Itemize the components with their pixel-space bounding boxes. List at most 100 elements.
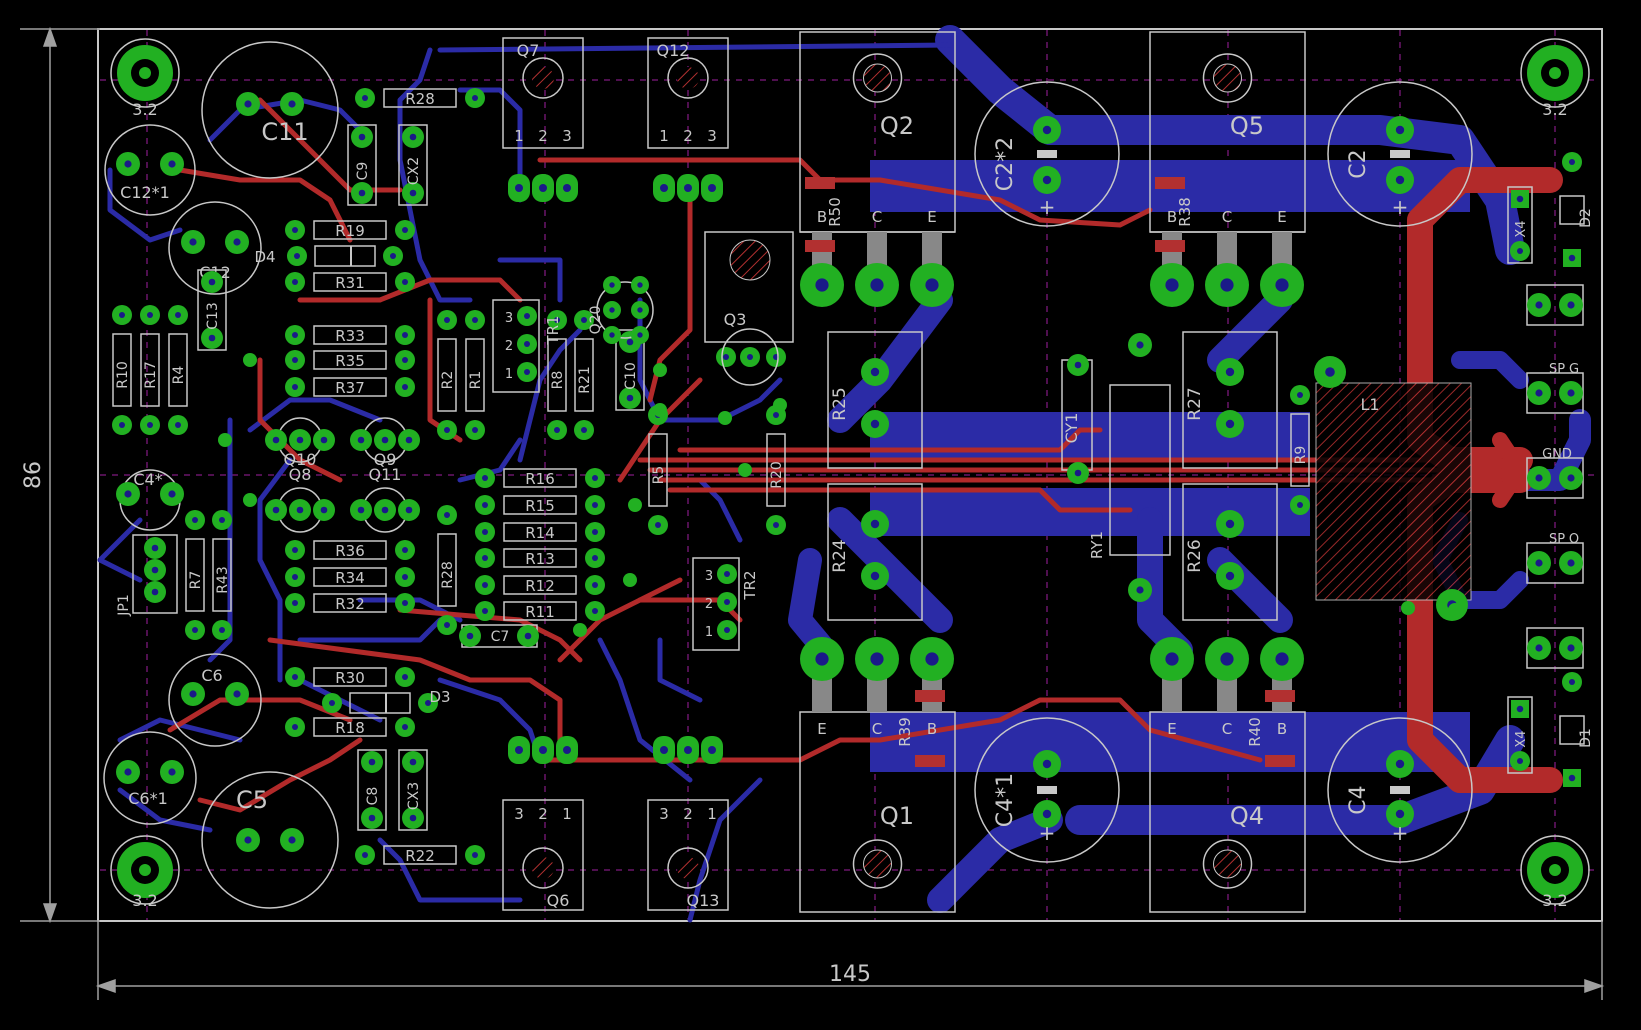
pad-drill	[1042, 175, 1052, 185]
small-transistor-label: Q10	[284, 450, 317, 469]
power-resistor-label: R27	[1185, 387, 1205, 420]
resistor-body	[574, 338, 594, 412]
resistor-body	[503, 522, 577, 542]
film-capacitor-outline	[347, 124, 377, 206]
resistor-label: R28	[405, 90, 435, 108]
pad-drill	[1220, 652, 1234, 666]
big-capacitor-label: C4	[1346, 785, 1371, 814]
mounting-hole-label: 3.2	[1542, 100, 1567, 119]
trimmer-pin-label: 1	[505, 367, 513, 382]
pin-label: B	[1167, 208, 1177, 226]
resistor-body	[437, 338, 457, 412]
pad-drill	[1275, 278, 1289, 292]
pad-drill	[189, 690, 197, 698]
resistor-label: R40	[1246, 717, 1264, 747]
resistor-label: R34	[335, 569, 365, 587]
resistor-label: R2	[440, 371, 456, 390]
pad-drill	[292, 279, 298, 285]
pad-drill	[292, 357, 298, 363]
resistor-label: R43	[215, 566, 231, 594]
regulator-hole	[729, 239, 771, 281]
pad-drill	[1165, 652, 1179, 666]
pad-drill	[147, 312, 153, 318]
via	[738, 463, 752, 477]
pin-label: 1	[707, 805, 717, 823]
pad-drill	[626, 338, 634, 346]
pad-drill	[244, 100, 252, 108]
heatsink-hole-fill	[1213, 63, 1242, 93]
diode-outline	[349, 692, 411, 714]
relay-label: RY1	[1088, 531, 1106, 559]
film-capacitor-outline	[357, 749, 387, 831]
pad-drill	[208, 278, 216, 286]
pad-drill	[1325, 367, 1335, 377]
pad-drill	[773, 412, 779, 418]
pad-drill	[1567, 301, 1575, 309]
pad-drill	[592, 529, 598, 535]
smd-pad[interactable]	[805, 240, 835, 252]
connector-label: X4	[1514, 730, 1529, 747]
driver-transistor-label: Q13	[687, 891, 720, 910]
lead	[867, 672, 887, 712]
pad-drill	[472, 317, 478, 323]
smd-pad[interactable]	[915, 690, 945, 702]
jumper-label: JP1	[116, 594, 132, 616]
pad-drill	[292, 724, 298, 730]
small-transistor-label: Q20	[588, 306, 604, 335]
smd-pad[interactable]	[1265, 690, 1295, 702]
capacitor-label: C12*1	[120, 183, 170, 202]
regulator-outline	[721, 328, 779, 386]
capacitor-label: C6	[201, 666, 222, 685]
big-capacitor-outline	[974, 81, 1120, 227]
pad-drill	[381, 436, 389, 444]
pad-drill	[119, 422, 125, 428]
pad-drill	[482, 555, 488, 561]
resistor-body	[313, 717, 387, 737]
smd-pad[interactable]	[1265, 755, 1295, 767]
smd-pad[interactable]	[1155, 177, 1185, 189]
mounting-hole-label: 3.2	[132, 100, 157, 119]
pin-label: E	[817, 720, 826, 738]
board-outline	[97, 28, 1603, 922]
pad-drill	[655, 522, 661, 528]
pad-drill	[444, 512, 450, 518]
smd-pad[interactable]	[805, 177, 835, 189]
driver-hole	[667, 57, 709, 99]
resistor-label: R38	[1176, 197, 1194, 227]
trimmer-outline	[492, 299, 540, 393]
resistor-label: R18	[335, 719, 365, 737]
driver-hole-fill	[532, 857, 554, 879]
pad-drill	[1225, 367, 1235, 377]
pad-drill	[870, 278, 884, 292]
big-capacitor-label: C2	[1346, 149, 1371, 178]
pad-drill	[168, 160, 176, 168]
resistor-label: R11	[525, 603, 555, 621]
pad-drill	[1517, 758, 1523, 764]
pad-drill	[482, 582, 488, 588]
pad-drill	[124, 490, 132, 498]
pad-drill	[357, 506, 365, 514]
resistor-label: R28	[440, 561, 456, 589]
smd-pad[interactable]	[1155, 240, 1185, 252]
resistor-label: R33	[335, 327, 365, 345]
mounting-hole-outline	[110, 38, 180, 108]
heatsink-hole	[1202, 53, 1253, 103]
pad-drill	[244, 836, 252, 844]
film-capacitor-outline	[398, 124, 428, 206]
pad-drill	[409, 189, 417, 197]
pad-drill	[402, 600, 408, 606]
resistor-label: R37	[335, 379, 365, 397]
pad-drill	[402, 574, 408, 580]
mounting-hole-center	[1549, 864, 1561, 876]
pad-drill	[482, 529, 488, 535]
pad-drill	[482, 608, 488, 614]
trimmer-outline	[692, 557, 740, 651]
pad-drill	[292, 600, 298, 606]
small-transistor-label: Q11	[369, 465, 402, 484]
pad-drill	[472, 95, 478, 101]
smd-pad[interactable]	[915, 755, 945, 767]
power-resistor-outline	[1182, 483, 1278, 621]
pad-drill	[147, 422, 153, 428]
